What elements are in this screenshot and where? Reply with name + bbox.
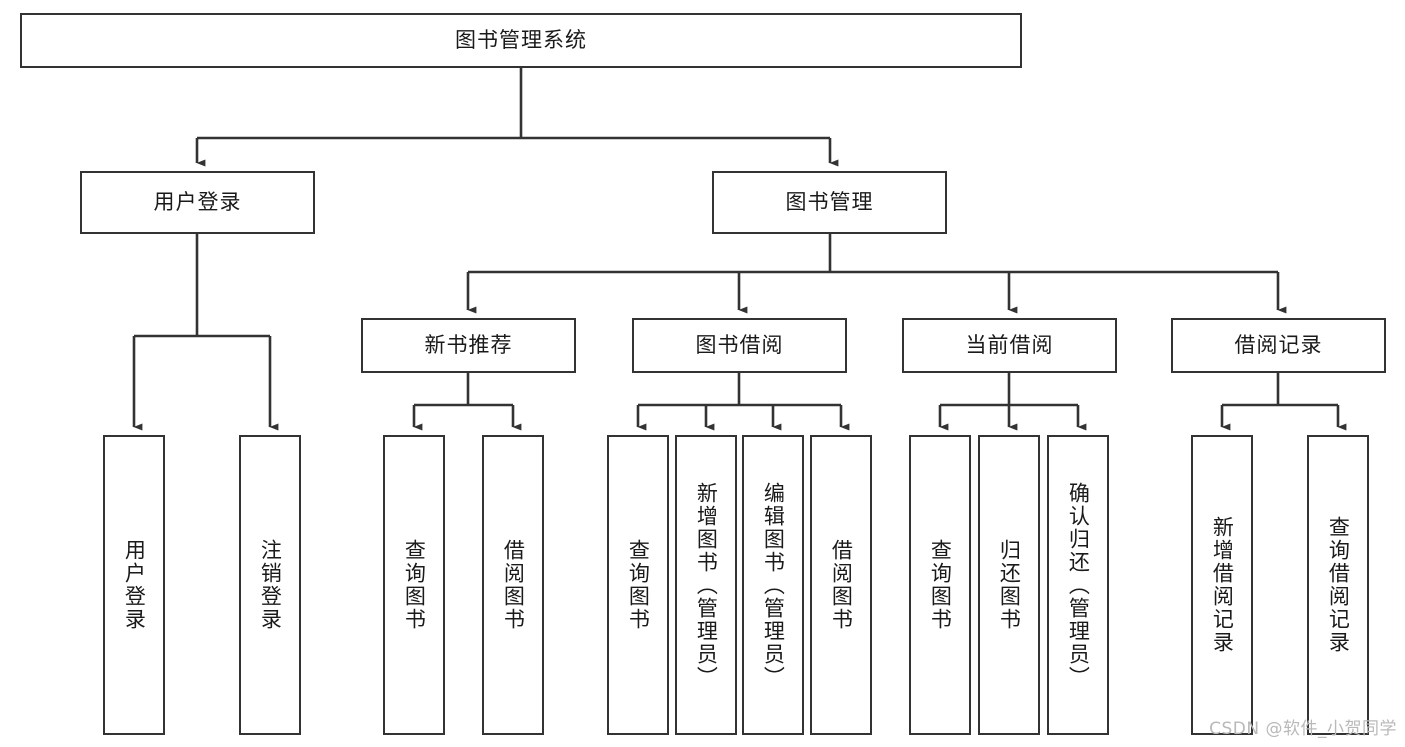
- node-current-borrow[interactable]: 当前借阅: [902, 318, 1117, 373]
- leaf-label: 新增图书（管理员）: [694, 481, 719, 689]
- leaf-label: 注销登录: [258, 539, 283, 631]
- node-book-manage[interactable]: 图书管理: [712, 171, 947, 234]
- leaf-user-login[interactable]: 用户登录: [103, 435, 165, 735]
- leaf-label: 确认归还（管理员）: [1066, 481, 1091, 689]
- leaf-borrow-book-recommend[interactable]: 借阅图书: [482, 435, 544, 735]
- node-root-system[interactable]: 图书管理系统: [20, 13, 1022, 68]
- leaf-query-borrow-record[interactable]: 查询借阅记录: [1307, 435, 1369, 735]
- leaf-query-book-recommend[interactable]: 查询图书: [383, 435, 445, 735]
- leaf-borrow-book[interactable]: 借阅图书: [810, 435, 872, 735]
- leaf-add-borrow-record[interactable]: 新增借阅记录: [1191, 435, 1253, 735]
- leaf-label: 用户登录: [122, 539, 147, 631]
- leaf-label: 查询图书: [626, 539, 651, 631]
- leaf-label: 新增借阅记录: [1210, 516, 1235, 654]
- leaf-edit-book[interactable]: 编辑图书（管理员）: [742, 435, 804, 735]
- node-user-login[interactable]: 用户登录: [80, 171, 315, 234]
- leaf-label: 借阅图书: [501, 539, 526, 631]
- leaf-label: 查询借阅记录: [1326, 516, 1351, 654]
- leaf-return-book[interactable]: 归还图书: [978, 435, 1040, 735]
- csdn-watermark: CSDN @软件_小贺同学: [1209, 719, 1397, 739]
- leaf-label: 查询图书: [402, 539, 427, 631]
- node-book-borrow[interactable]: 图书借阅: [632, 318, 847, 373]
- leaf-label: 归还图书: [997, 539, 1022, 631]
- leaf-logout-login[interactable]: 注销登录: [239, 435, 301, 735]
- leaf-confirm-return[interactable]: 确认归还（管理员）: [1047, 435, 1109, 735]
- node-new-book-recommend[interactable]: 新书推荐: [361, 318, 576, 373]
- leaf-add-book[interactable]: 新增图书（管理员）: [675, 435, 737, 735]
- leaf-label: 查询图书: [928, 539, 953, 631]
- leaf-query-book-current[interactable]: 查询图书: [909, 435, 971, 735]
- leaf-label: 编辑图书（管理员）: [761, 481, 786, 689]
- node-borrow-record[interactable]: 借阅记录: [1171, 318, 1386, 373]
- leaf-query-book-borrow[interactable]: 查询图书: [607, 435, 669, 735]
- leaf-label: 借阅图书: [829, 539, 854, 631]
